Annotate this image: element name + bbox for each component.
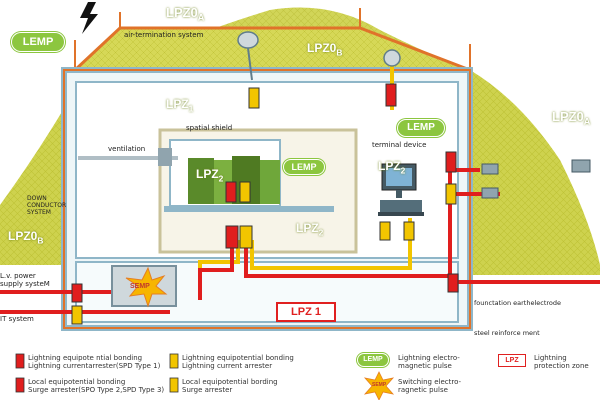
zone-lpz1-box: LPZ 1: [276, 302, 336, 322]
shelf: [164, 206, 334, 212]
legend-item-6: Local equipotential bording Surge arrest…: [182, 378, 278, 395]
lpz0a-cone-right: [470, 70, 600, 275]
label-spatial-shield: spatial shield: [186, 124, 233, 132]
satellite-dish-icon: [237, 31, 401, 81]
zone-lpz0a-right: LPZ0A: [552, 109, 591, 127]
zone-lpz0a-top: LPZ0A: [166, 5, 205, 23]
zone-lpz2-server: LPZ2: [196, 167, 224, 184]
lemp-badge-right: LEMP: [398, 120, 444, 136]
legend-semp-badge: SEMP: [372, 382, 387, 388]
spd-arrester-icon: [71, 83, 459, 325]
legend-item-2: Lightning equipotential bonding Lightnin…: [182, 354, 294, 371]
label-air-termination: air-termination system: [124, 31, 204, 39]
label-power-supply: L.v. power supply systeM: [0, 272, 50, 289]
zone-lpz2-terminal: LPZ2: [378, 159, 406, 176]
zone-lpz0b-top: LPZ0B: [307, 41, 343, 58]
semp-cabinet: [111, 265, 177, 308]
lemp-badge-top-left: LEMP: [12, 33, 64, 51]
legend-item-3: Lightning electro- magnetic pulse: [398, 354, 460, 371]
legend-icons: [15, 353, 395, 400]
lpz0a-cone-left: [0, 90, 75, 265]
legend-lpz-badge: LPZ: [498, 354, 526, 367]
label-semp: SEMP: [130, 283, 150, 290]
legend-lemp-badge: LEMP: [358, 354, 388, 366]
label-foundation: founctation earthelectrode: [474, 299, 562, 307]
zone-lpz2-inner: LPZ2: [296, 221, 324, 238]
label-it-system: IT system: [0, 315, 34, 323]
label-down-conductor: DOWN CONDUCTOR SYSTEM: [27, 195, 67, 216]
label-steel: steel reinforce ment: [474, 329, 540, 337]
legend-item-4: Lightning protection zone: [534, 354, 589, 371]
zone-lpz0b-left: LPZ0B: [8, 229, 44, 246]
ventilation-duct: [78, 148, 178, 166]
lightning-bolt-icon: [80, 2, 98, 34]
camera-icon: [481, 159, 591, 199]
legend-item-1: Lightning equipote ntial bonding Lightni…: [28, 354, 161, 371]
zone-lpz1-top: LPZ1: [166, 97, 194, 114]
lemp-badge-center: LEMP: [284, 160, 324, 174]
label-ventilation: ventilation: [108, 145, 146, 153]
legend-item-7: Switching electro- ragnetic pulse: [398, 378, 462, 395]
computer-icon: [378, 163, 424, 216]
legend-item-5: Local equipotential bonding Surge arrest…: [28, 378, 165, 395]
label-terminal-device: terminal device: [372, 141, 427, 149]
server-rack-icon: [188, 156, 280, 204]
